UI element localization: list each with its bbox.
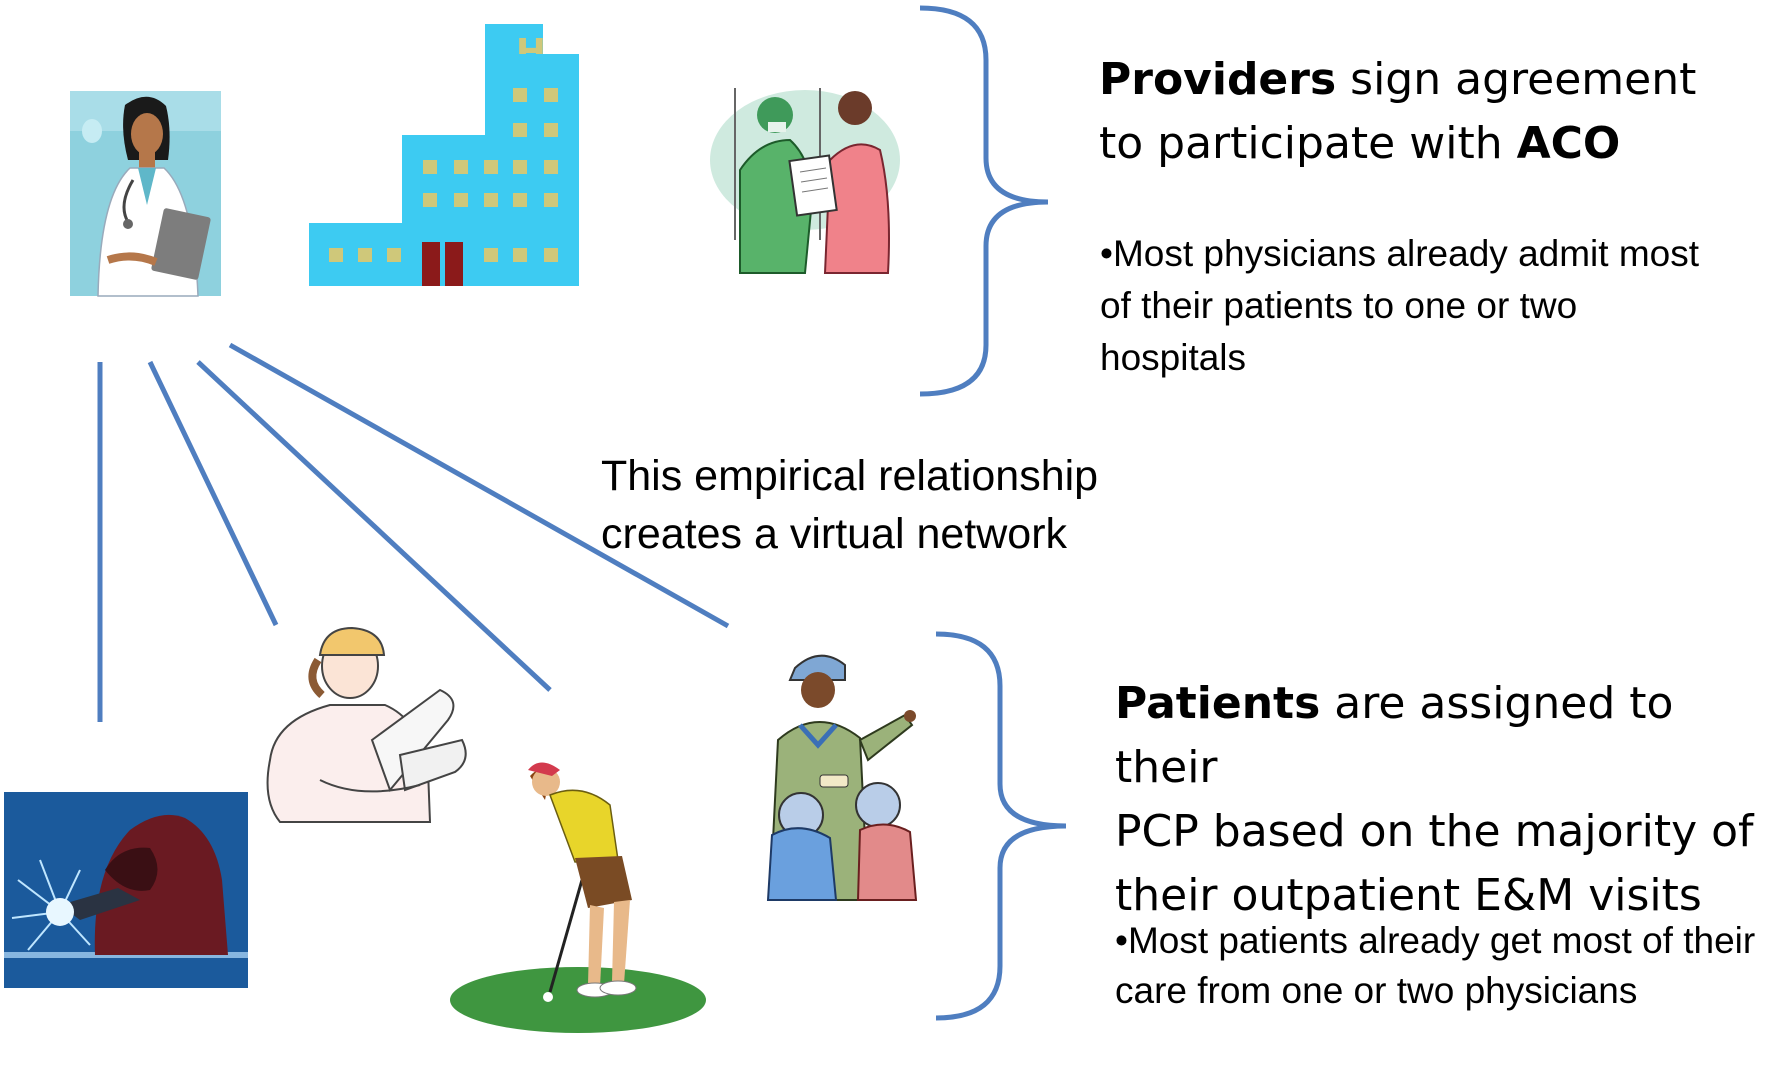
connector-golfer (196, 360, 552, 692)
surgeons-icon (710, 88, 900, 274)
patients-brace (935, 631, 1067, 1021)
providers-heading-line2: to participate with ACO (1099, 112, 1739, 176)
welder-icon (4, 792, 248, 988)
tourist-family-icon (766, 654, 918, 901)
virtual-network-note-line2: creates a virtual network (601, 510, 1068, 558)
aco-label: ACO (1516, 118, 1621, 169)
providers-heading: Providers sign agreement to participate … (1099, 48, 1739, 176)
doctor-icon (70, 91, 221, 297)
patient-connectors (97, 342, 730, 722)
patients-heading: Patients are assigned to their PCP based… (1115, 672, 1765, 928)
patients-heading-line1: Patients are assigned to their (1115, 672, 1765, 800)
patients-assigned-text: are assigned to their (1115, 678, 1674, 793)
connector-tourist (228, 342, 730, 629)
engineer-icon (266, 626, 467, 823)
golfer-icon (450, 762, 706, 1033)
connector-engineer (147, 360, 279, 627)
providers-sign-agreement-text: sign agreement (1336, 54, 1697, 105)
providers-heading-line1: Providers sign agreement (1099, 48, 1739, 112)
patients-bullet: •Most patients already get most of their… (1115, 920, 1756, 1011)
providers-bullet: •Most physicians already admit most of t… (1100, 233, 1700, 378)
providers-brace (919, 5, 1049, 397)
hospital-icon: H (309, 24, 579, 286)
patients-heading-line3: their outpatient E&M visits (1115, 870, 1702, 921)
patients-heading-line2: PCP based on the majority of (1115, 806, 1754, 857)
providers-participate-text: to participate with (1099, 118, 1517, 169)
patients-label: Patients (1115, 678, 1321, 729)
providers-label: Providers (1099, 54, 1337, 105)
virtual-network-note-line1: This empirical relationship (601, 452, 1099, 500)
virtual-network-note: This empirical relationship creates a vi… (601, 447, 1241, 563)
